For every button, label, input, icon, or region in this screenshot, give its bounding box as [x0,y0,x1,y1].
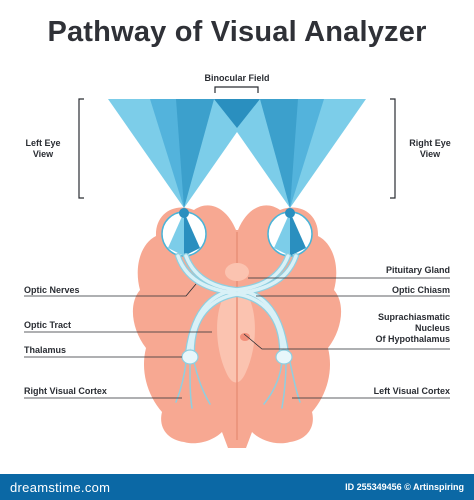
optic-nerves-leader [24,283,197,297]
right-eye-view-bracket [390,98,396,199]
left-pupil [179,208,189,218]
left-eye-view-label: Left Eye View [25,138,61,159]
visual-pathway-diagram [24,86,450,448]
right-visual-cortex-label: Right Visual Cortex [24,386,107,396]
left-eye [161,208,207,257]
right-pupil [285,208,295,218]
pituitary-gland-label: Pituitary Gland [385,265,450,275]
suprachiasmatic-label: Suprachiasmatic Nucleus Of Hypothalamus [375,312,450,344]
right-cone-dark-band [260,99,298,208]
thalamus-nodes [181,349,293,365]
visual-field-cones [108,99,366,208]
optic-pathways [175,253,301,409]
left-thalamus [181,349,199,365]
suprachiasmatic-leader [243,333,450,350]
suprachiasmatic-nucleus [240,333,250,341]
right-eye-view-label: Right Eye View [409,138,451,159]
brain-inner-region [217,292,255,383]
footer-brand: dreamstime.com [10,480,111,495]
left-eye-view-bracket [78,98,84,199]
binocular-field-label: Binocular Field [204,73,270,83]
leader-lines [24,277,450,399]
optic-tract-label: Optic Tract [24,320,72,330]
binocular-overlap [214,99,260,128]
optic-chiasm-label: Optic Chiasm [391,285,450,295]
footer-bar: dreamstime.com ID 255349456 © Artinspiri… [0,474,474,500]
left-cone-dark-band [176,99,214,208]
thalamus-label: Thalamus [24,345,67,355]
page-title: Pathway of Visual Analyzer [47,16,427,48]
footer-image-id: ID 255349456 © Artinspiring [345,482,464,492]
right-thalamus [275,349,293,365]
pituitary-gland-shape [225,263,249,281]
optic-nerves-label: Optic Nerves [24,285,80,295]
binocular-field-bracket [214,86,259,93]
right-eye [267,208,313,257]
view-brackets [78,86,396,199]
left-visual-cortex-label: Left Visual Cortex [373,386,450,396]
